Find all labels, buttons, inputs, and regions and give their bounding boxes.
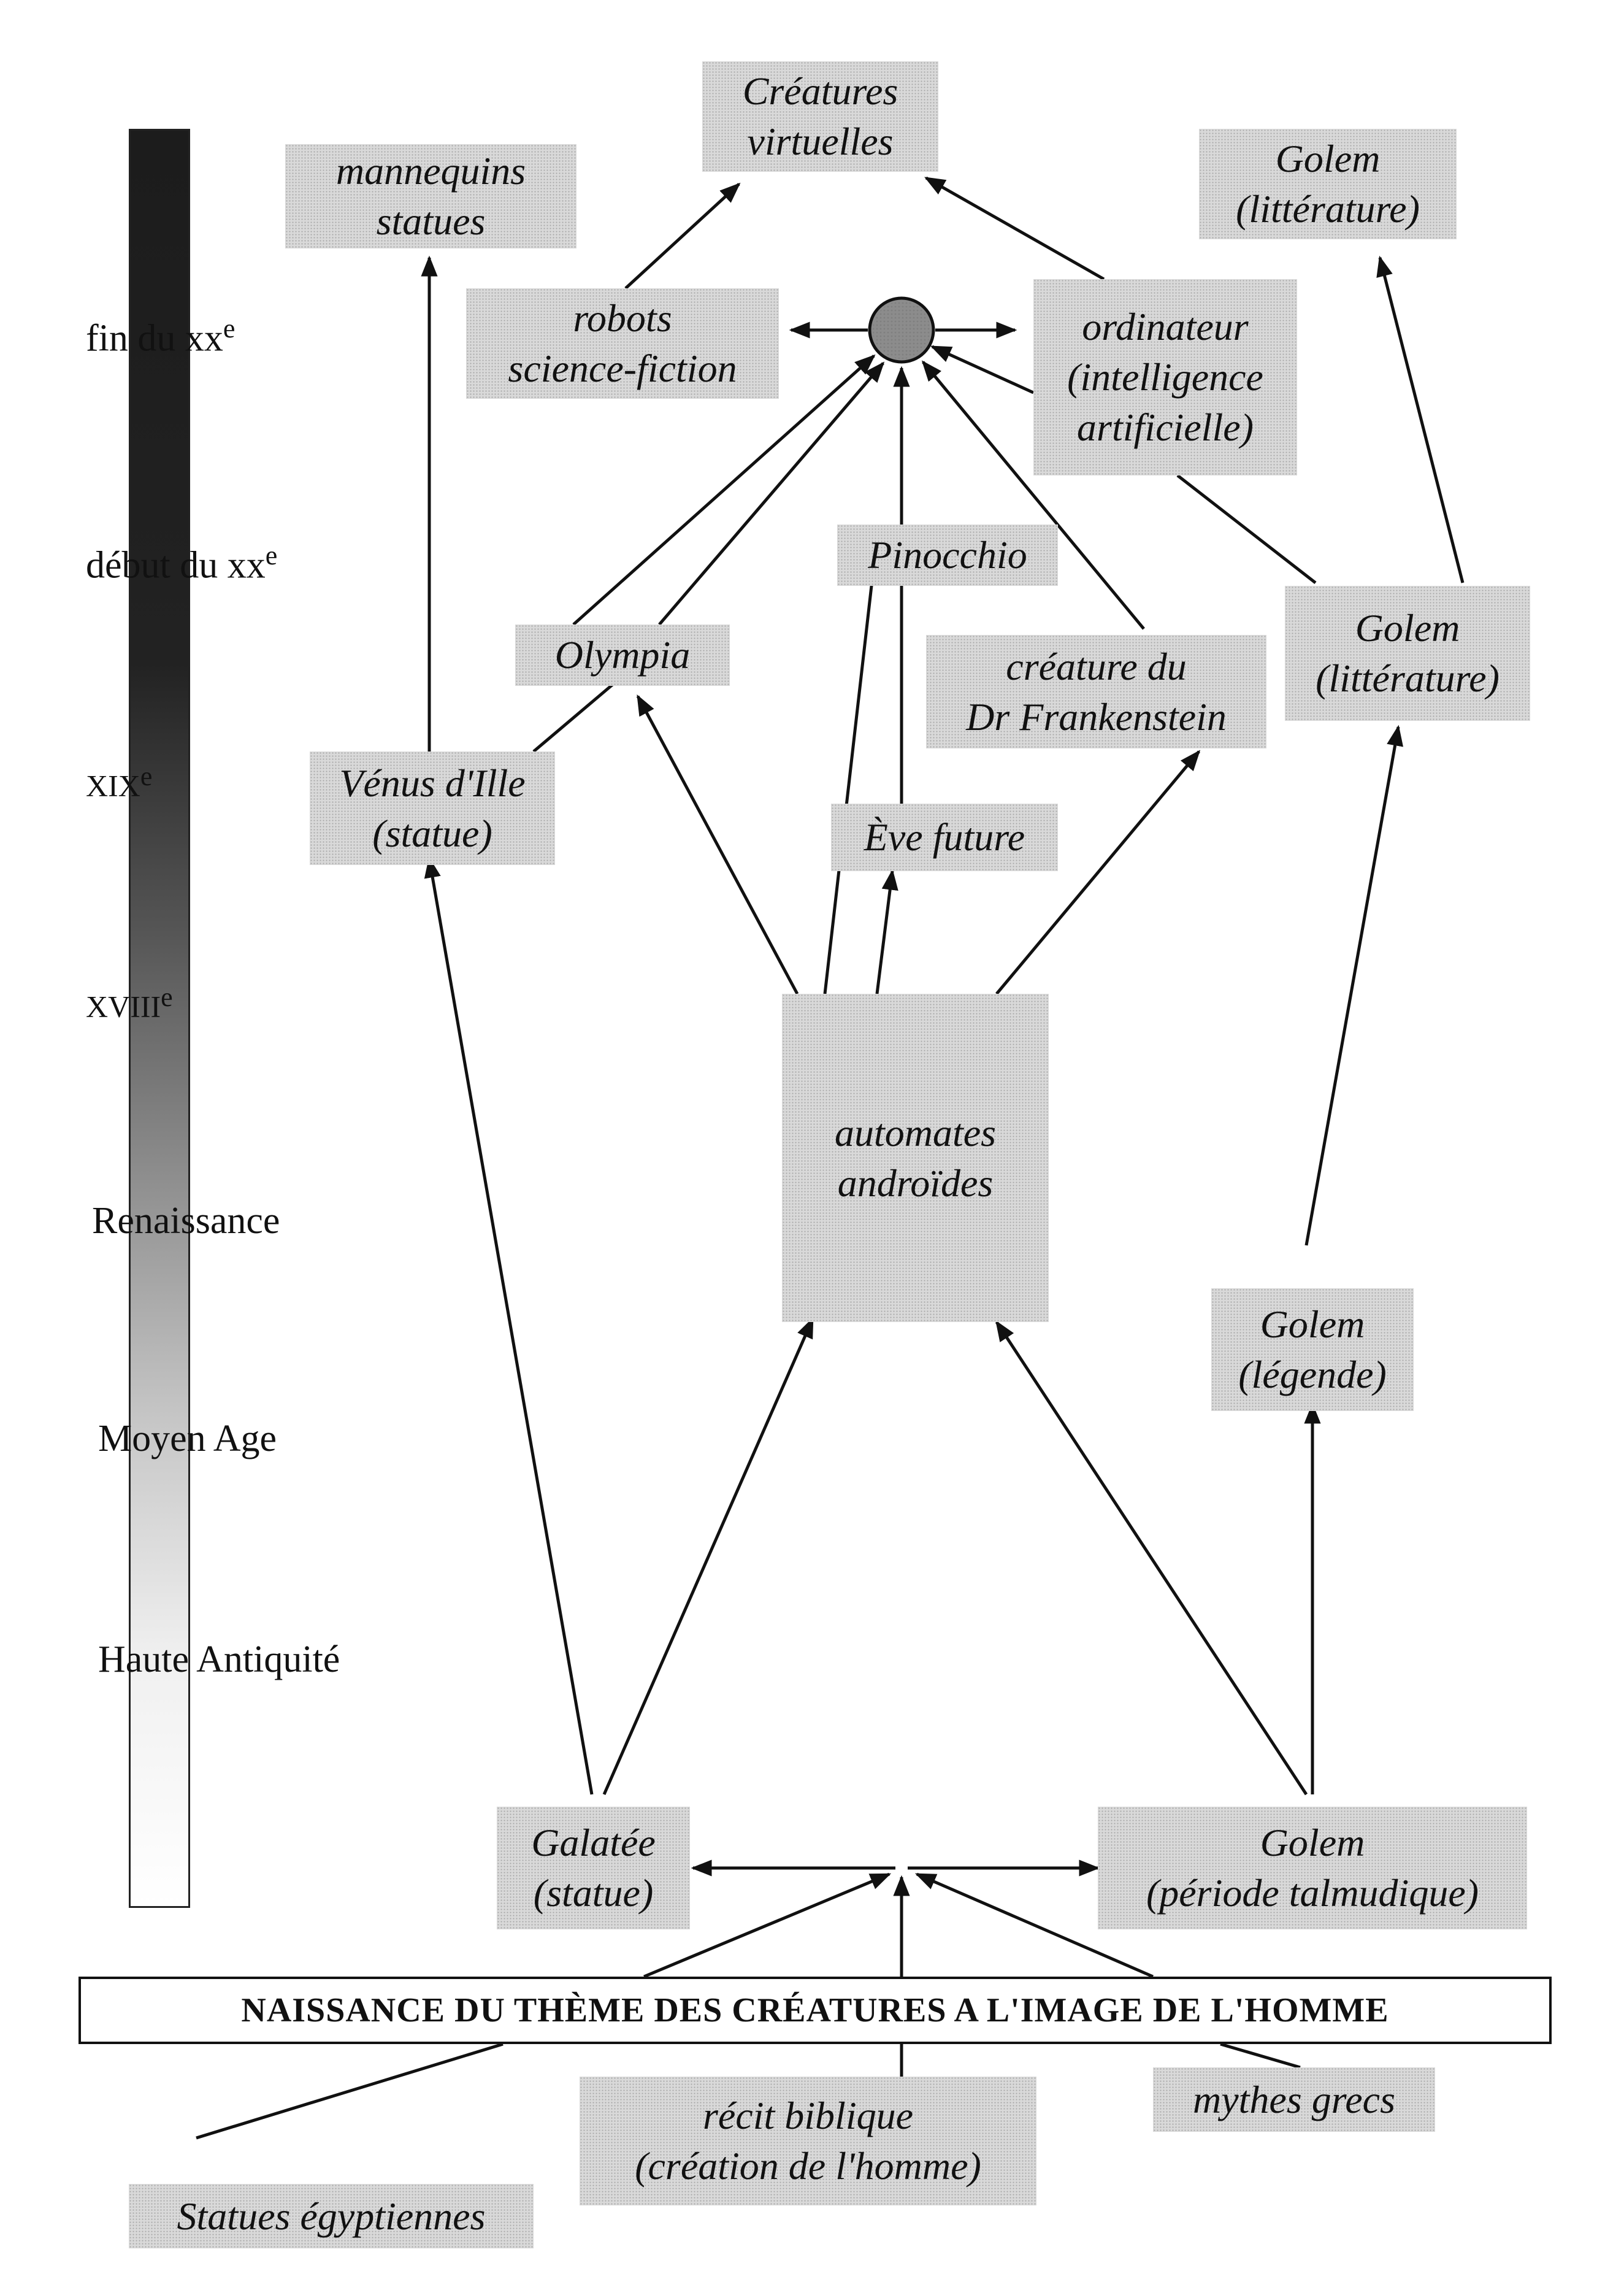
arrow-automates-pinocchio bbox=[823, 562, 881, 994]
arrow-automates-frankenstein bbox=[995, 750, 1201, 995]
era-haute-antiquite: Haute Antiquité bbox=[98, 1639, 340, 1680]
node-golem-legende: Golem(légende) bbox=[1211, 1288, 1414, 1411]
node-statues-egyptiennes: Statues égyptiennes bbox=[129, 2184, 534, 2248]
era-xix: XIXe bbox=[86, 761, 153, 803]
arrow-ordinateur-virtuelles bbox=[924, 176, 1105, 281]
node-golem-litterature-top: Golem(littérature) bbox=[1199, 129, 1457, 239]
node-golem-talmudique: Golem(période talmudique) bbox=[1098, 1807, 1527, 1929]
node-pinocchio: Pinocchio bbox=[837, 525, 1058, 586]
arrow-golemtalmud-automates bbox=[995, 1320, 1308, 1796]
arrow-olympia-hub bbox=[572, 354, 876, 626]
era-renaissance: Renaissance bbox=[92, 1200, 280, 1242]
node-eve-future: Ève future bbox=[831, 804, 1058, 871]
arrow-frankenstein-hub bbox=[921, 360, 1145, 630]
era-xviii: XVIIIe bbox=[86, 982, 173, 1024]
node-golem-litterature-mid: Golem(littérature) bbox=[1285, 586, 1530, 721]
arrow-title-hub2-left bbox=[643, 1872, 892, 1978]
line-olympia-venus bbox=[532, 683, 615, 753]
diagram-title: NAISSANCE DU THÈME DES CRÉATURES A L'IMA… bbox=[79, 1977, 1552, 2044]
arrow-automates-eve bbox=[875, 869, 898, 994]
node-olympia: Olympia bbox=[515, 625, 730, 686]
arrow-title-hub2-right bbox=[914, 1872, 1154, 1978]
line-ordinateur-golemmid bbox=[1176, 474, 1317, 584]
timeline-gradient-bar bbox=[129, 129, 190, 1908]
era-moyen-age: Moyen Age bbox=[98, 1418, 277, 1459]
line-statues-title bbox=[196, 2042, 504, 2140]
arrow-golemlegende-golemmid bbox=[1304, 725, 1404, 1246]
era-debut-xx: début du xxe bbox=[86, 540, 278, 586]
node-venus-d-ille: Vénus d'Ille(statue) bbox=[310, 752, 555, 865]
arrow-robots-virtuelles bbox=[624, 182, 741, 290]
arrow-golemmid-golemtop bbox=[1376, 255, 1465, 583]
arrow-galatee-automates bbox=[602, 1317, 814, 1796]
era-fin-xx: fin du xxe bbox=[86, 313, 236, 359]
node-mythes-grecs: mythes grecs bbox=[1153, 2067, 1435, 2132]
line-mythes-title bbox=[1220, 2042, 1301, 2069]
node-galatee: Galatée(statue) bbox=[497, 1807, 690, 1929]
node-recit-biblique: récit biblique(création de l'homme) bbox=[580, 2077, 1036, 2205]
arrow-automates-olympia bbox=[636, 694, 799, 995]
arrow-ordinateur-hub bbox=[930, 345, 1035, 394]
arrow-olympia-hub-2 bbox=[658, 361, 885, 626]
arrow-galatee-venus bbox=[424, 856, 594, 1795]
